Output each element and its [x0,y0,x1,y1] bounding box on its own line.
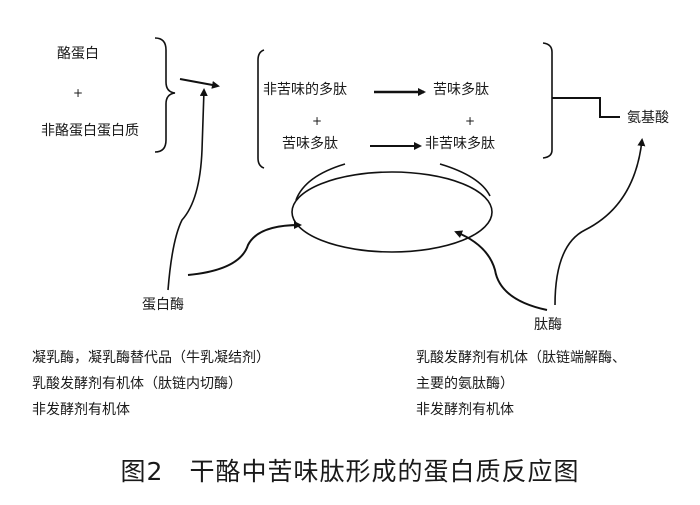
amino-acid-label: 氨基酸 [627,110,669,126]
protease-source-item: 乳酸发酵剂有机体（肽链内切酶） [32,376,242,392]
plus-sign: + [72,86,84,100]
peptidase-source-item: 非发酵剂有机体 [416,402,514,418]
non-bitter-peptide-label: 非苦味多肽 [425,136,495,152]
amino-acid-connector [552,97,620,118]
input-arrow [179,78,220,89]
cycle-arc-right [439,163,491,197]
protease-arrow-to-cycle [187,221,302,276]
reaction-right-bracket [542,42,553,159]
enzyme-cycle-ellipse [291,171,493,253]
protease-arrow-to-inputs [167,88,208,291]
plus-sign: + [311,114,323,128]
bitter-peptide-label: 苦味多肽 [433,82,489,98]
bitter-peptide-label: 苦味多肽 [282,136,338,152]
peptidase-label: 肽酶 [534,317,562,333]
peptidase-source-item: 乳酸发酵剂有机体（肽链端解酶、 [416,350,626,366]
non-bitter-polypeptide-label: 非苦味的多肽 [263,82,347,98]
casein-label: 酪蛋白 [57,46,99,62]
plus-sign: + [464,114,476,128]
peptidase-arrow-to-amino-acid [554,138,646,306]
non-casein-label: 非酪蛋白蛋白质 [41,123,139,139]
protease-label: 蛋白酶 [142,297,184,313]
peptidase-source-item: 主要的氨肽酶） [416,376,514,392]
reaction-left-bracket [257,49,265,169]
peptidase-arrow-to-cycle [454,230,548,311]
protease-source-item: 凝乳酶，凝乳酶替代品（牛乳凝结剂） [32,350,270,366]
figure-caption: 图2 干酪中苦味肽形成的蛋白质反应图 [120,457,580,486]
protease-source-item: 非发酵剂有机体 [32,402,130,418]
cycle-arc-left [295,163,346,201]
input-brace [154,37,176,153]
